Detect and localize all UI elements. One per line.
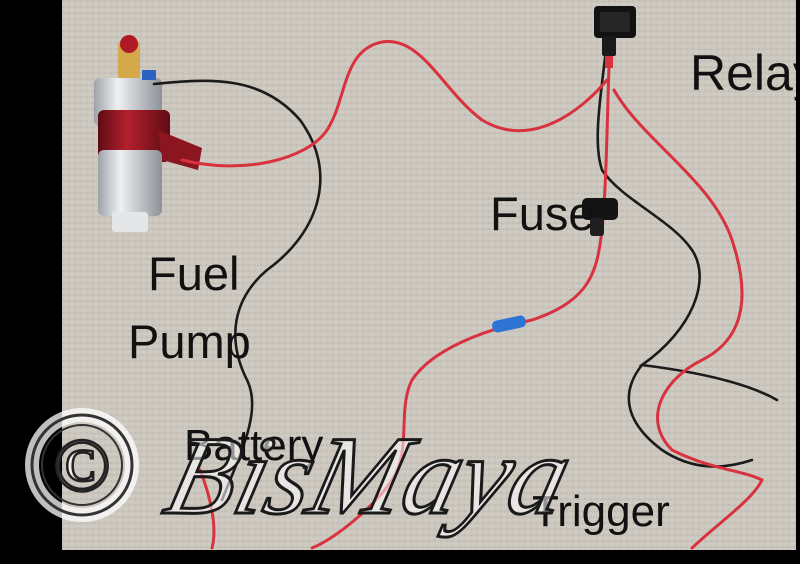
label-battery: Battery <box>184 421 324 470</box>
copyright-mark: © <box>25 408 139 522</box>
label-fuel: Fuel <box>148 247 240 300</box>
butt-connector <box>492 315 526 333</box>
wiring-photo: Relay Fuse Fuel Pump Battery Trigger <box>62 0 796 550</box>
label-relay: Relay <box>690 45 796 101</box>
label-pump: Pump <box>128 315 251 368</box>
wiring-scene <box>62 0 796 550</box>
red-wires <box>180 38 764 550</box>
label-fuse: Fuse <box>490 187 595 240</box>
fuel-pump <box>94 35 202 232</box>
black-wires <box>152 38 779 502</box>
relay <box>594 6 636 68</box>
watermark: © BisMaya <box>25 408 585 539</box>
carpet-background <box>62 0 796 550</box>
label-trigger: Trigger <box>532 487 670 536</box>
fuse-holder <box>582 198 618 236</box>
watermark-text: BisMaya <box>154 414 583 538</box>
copyright-symbol: © <box>53 424 111 508</box>
